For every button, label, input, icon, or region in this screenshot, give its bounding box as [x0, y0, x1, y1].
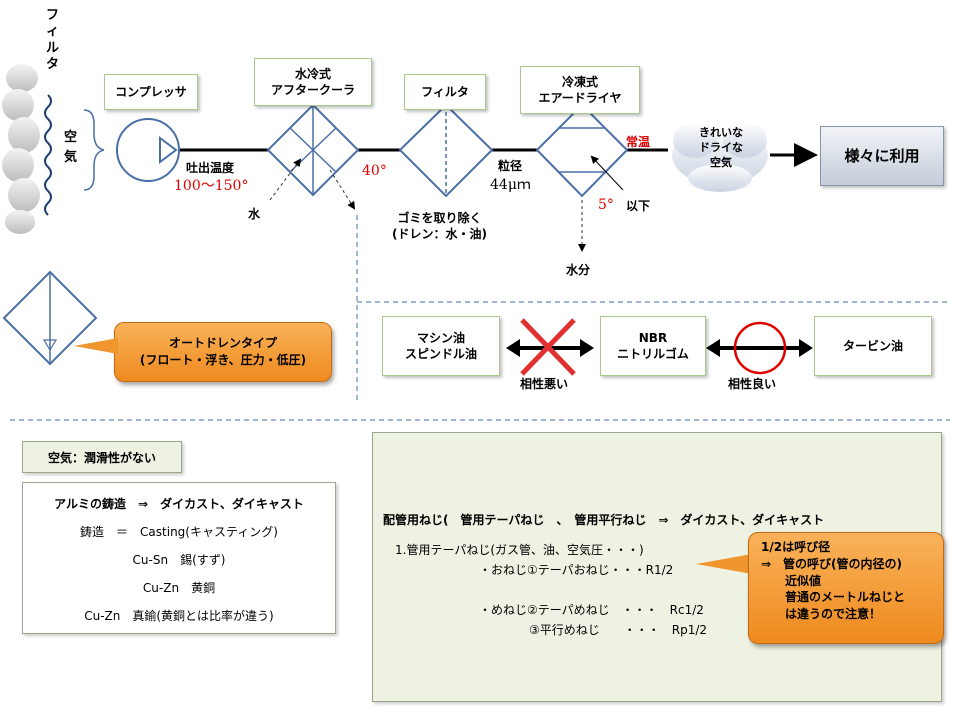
moisture-label: 水分: [566, 263, 591, 277]
filter-symbol: [398, 103, 494, 198]
pipe-thread-line-1: 配管用ねじ( 管用テーパねじ 、 管用平行ねじ ⇒ ダイカスト、ダイキャスト: [383, 513, 825, 527]
casting-line-5: Cu‐Zn 真鍮(黄銅とは比率が違う): [84, 609, 274, 623]
clean-air-cloud: [672, 122, 768, 192]
discharge-temp-label: 吐出温度: [186, 161, 235, 175]
bad-compatibility-arrow: [506, 318, 594, 376]
dust-removal-label: ゴミを取り除く (ドレン：水・油): [392, 211, 487, 242]
compressor-box: コンプレッサ: [104, 74, 198, 110]
casting-line-1: アルミの鋳造 ⇒ ダイカスト、ダイキャスト: [54, 497, 304, 511]
temp-40-label: 40°: [362, 163, 387, 179]
aftercooler-symbol: [266, 103, 360, 197]
bad-compatibility-label: 相性悪い: [520, 377, 569, 391]
good-compatibility-label: 相性良い: [728, 377, 777, 391]
room-temp-label: 常温: [626, 135, 651, 149]
pipe-thread-line-5: ③平行めねじ ・・・ Rp1/2: [529, 623, 708, 637]
autodrain-symbol: [2, 270, 98, 366]
air-brace: [83, 109, 105, 191]
filter-wave: [44, 94, 52, 216]
particle-size-value: 44μｍ: [490, 177, 531, 193]
casting-panel: アルミの鋳造 ⇒ ダイカスト、ダイキャスト 鋳造 ＝ Casting(キャスティ…: [22, 482, 336, 634]
water-label: 水: [248, 207, 261, 221]
turbine-oil-box: タービン油: [814, 316, 932, 376]
lubrication-title-box: 空気：潤滑性がない: [22, 441, 182, 473]
lubrication-title: 空気：潤滑性がない: [47, 450, 156, 465]
filter-vertical-label: フィルタ: [46, 8, 60, 72]
casting-line-4: Cu‐Zn 黄銅: [142, 581, 216, 595]
thread-callout-pointer: [696, 554, 752, 574]
dryer-symbol: [535, 103, 629, 198]
pipe-thread-line-2: 1.管用テーパねじ(ガス管、油、空気圧・・・): [395, 543, 644, 557]
machine-oil-box: マシン油 スピンドル油: [382, 316, 500, 376]
temp-5-label: 5°: [598, 197, 614, 213]
pipe-thread-line-4: ・めねじ②テーパめねじ ・・・ Rc1/2: [479, 603, 704, 617]
dryer-box: 冷凍式 エアードライヤ: [520, 66, 640, 114]
autodrain-callout-pointer: [74, 338, 118, 354]
compressor-symbol: [116, 118, 180, 182]
nbr-box: NBR ニトリルゴム: [600, 316, 706, 376]
casting-line-2: 鋳造 ＝ Casting(キャスティング): [80, 525, 278, 539]
pipe-thread-line-3: ・おねじ①テーパおねじ・・・R1/2: [479, 563, 674, 577]
aftercooler-box: 水冷式 アフタークーラ: [254, 58, 372, 106]
discharge-range-label: 100～150°: [174, 178, 249, 194]
clean-air-label: きれいな ドライな 空気: [699, 126, 743, 169]
filter-box: フィルタ: [404, 74, 486, 110]
particle-size-label: 粒径: [498, 159, 523, 173]
good-compatibility-arrow: [706, 321, 813, 375]
air-vertical-label: 空気: [64, 130, 78, 165]
various-use-box: 様々に利用: [820, 126, 944, 186]
pipe-thread-panel: 配管用ねじ( 管用テーパねじ 、 管用平行ねじ ⇒ ダイカスト、ダイキャスト 1…: [372, 432, 942, 702]
autodrain-callout: オートドレンタイプ (フロート・浮き、圧力・低圧): [114, 322, 332, 382]
casting-line-3: Cu‐Sn 錫(すず): [132, 553, 226, 567]
intake-cloud: [2, 64, 40, 234]
below-label: 以下: [626, 199, 651, 213]
thread-callout: 1/2は呼び径 ⇒ 管の呼び(管の内径の) 近似値 普通のメートルねじと は違う…: [748, 532, 944, 644]
